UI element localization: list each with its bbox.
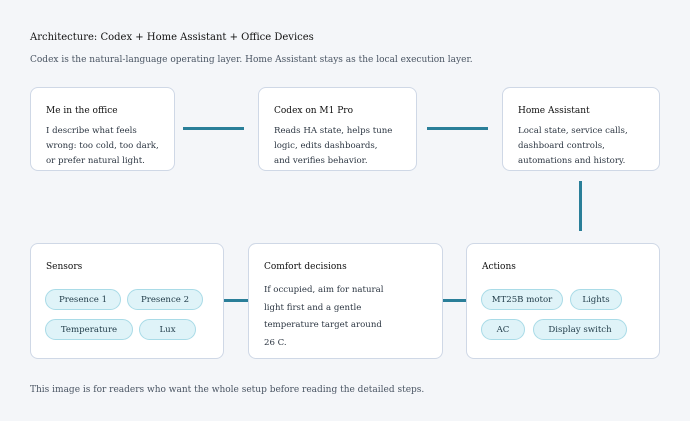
footer-note: This image is for readers who want the w…: [30, 385, 425, 395]
node-title: Codex on M1 Pro: [274, 106, 353, 116]
node-title: Actions: [482, 262, 516, 272]
action-pill: Display switch: [533, 319, 627, 340]
connector-ha-to-actions: [579, 181, 582, 231]
connector-codex-to-ha: [427, 127, 488, 130]
action-pill: AC: [481, 319, 525, 340]
node-description: Local state, service calls, dashboard co…: [518, 126, 628, 166]
sensor-pill: Presence 1: [45, 289, 121, 310]
node-home-assistant: Home Assistant Local state, service call…: [502, 87, 660, 171]
diagram-title: Architecture: Codex + Home Assistant + O…: [30, 32, 314, 43]
node-title: Comfort decisions: [264, 262, 347, 272]
node-codex: Codex on M1 Pro Reads HA state, helps tu…: [258, 87, 417, 171]
node-actions: Actions MT25B motor Lights AC Display sw…: [466, 243, 660, 359]
node-title: Me in the office: [46, 106, 118, 116]
sensor-pill: Temperature: [45, 319, 133, 340]
node-sensors: Sensors Presence 1 Presence 2 Temperatur…: [30, 243, 224, 359]
node-me-in-office: Me in the office I describe what feels w…: [30, 87, 175, 171]
node-title: Home Assistant: [518, 106, 590, 116]
connector-comfort-to-actions: [442, 299, 467, 302]
sensor-pill: Lux: [139, 319, 196, 340]
action-pill: Lights: [570, 289, 622, 310]
diagram-subtitle: Codex is the natural-language operating …: [30, 55, 473, 65]
node-description: If occupied, aim for natural light first…: [264, 285, 384, 348]
node-title: Sensors: [46, 262, 83, 272]
connector-me-to-codex: [183, 127, 244, 130]
sensor-pill: Presence 2: [127, 289, 203, 310]
node-comfort-decisions: Comfort decisions If occupied, aim for n…: [248, 243, 443, 359]
node-description: Reads HA state, helps tune logic, edits …: [274, 126, 393, 166]
action-pill: MT25B motor: [481, 289, 563, 310]
node-description: I describe what feels wrong: too cold, t…: [46, 126, 159, 166]
connector-sensors-to-comfort: [224, 299, 249, 302]
